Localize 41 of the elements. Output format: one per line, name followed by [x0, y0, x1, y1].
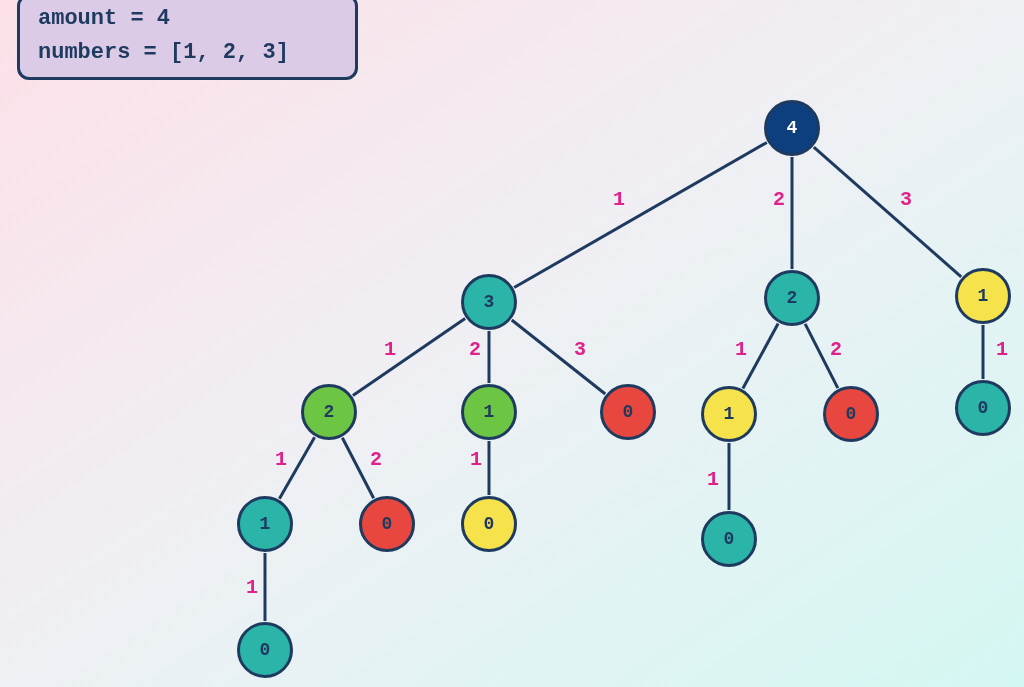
node-value: 1: [977, 287, 989, 305]
edge-label: 2: [773, 190, 785, 210]
edge-label: 3: [574, 340, 586, 360]
node-value: 2: [323, 403, 335, 421]
edge-label: 2: [469, 340, 481, 360]
edge-label: 1: [735, 340, 747, 360]
node-value: 4: [786, 119, 798, 137]
connector-line: [263, 553, 267, 621]
edge-label: 1: [275, 450, 287, 470]
connector-line: [487, 331, 491, 383]
connector-line: [812, 146, 963, 278]
code-panel: [17, 0, 358, 80]
edge-label: 1: [246, 578, 258, 598]
connector-line: [352, 317, 466, 397]
connector-line: [727, 443, 731, 510]
edge-label: 2: [370, 450, 382, 470]
node-value: 0: [723, 530, 735, 548]
node-value: 1: [483, 403, 495, 421]
edge-label: 1: [996, 340, 1008, 360]
edge-label: 1: [470, 450, 482, 470]
edge-label: 1: [613, 190, 625, 210]
edge-label: 1: [707, 470, 719, 490]
node-value: 0: [977, 399, 989, 417]
code-line: numbers = [1, 2, 3]: [38, 39, 290, 67]
node-value: 0: [483, 515, 495, 533]
code-line: amount = 4: [38, 5, 172, 33]
edge-label: 3: [900, 190, 912, 210]
node-value: 3: [483, 293, 495, 311]
node-value: 0: [622, 403, 634, 421]
connector-line: [487, 441, 491, 495]
node-value: 1: [259, 515, 271, 533]
node-value: 0: [845, 405, 857, 423]
node-value: 2: [786, 289, 798, 307]
node-value: 0: [259, 641, 271, 659]
node-value: 0: [381, 515, 393, 533]
node-value: 1: [723, 405, 735, 423]
edge-label: 1: [384, 340, 396, 360]
connector-line: [790, 157, 794, 269]
edge-label: 2: [830, 340, 842, 360]
connector-line: [510, 318, 607, 396]
connector-line: [981, 325, 985, 379]
